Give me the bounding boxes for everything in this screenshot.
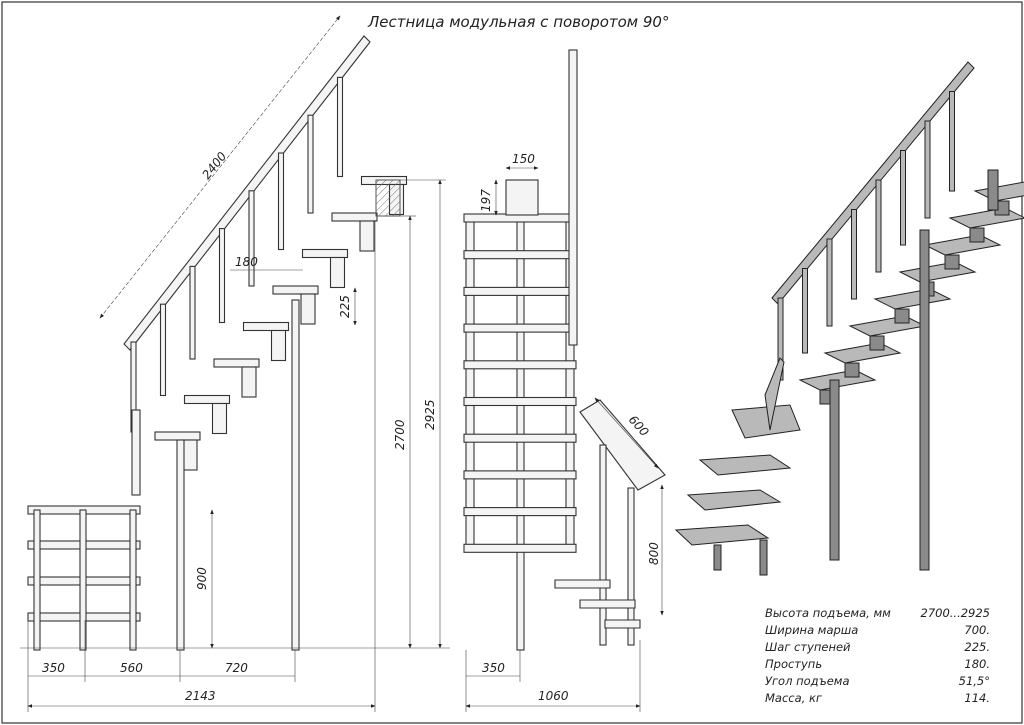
- tread-bracket: [359, 220, 375, 252]
- iso-tread: [898, 261, 977, 283]
- dim-bottom-350: 350: [42, 661, 65, 675]
- iso-baluster: [924, 120, 931, 219]
- front-side-rail: [579, 399, 666, 491]
- iso-baluster: [851, 209, 857, 300]
- side-tread: [242, 321, 290, 332]
- iso-tread: [948, 207, 1024, 229]
- dim-height-max: 2925: [423, 399, 437, 430]
- side-baluster: [336, 76, 344, 178]
- dim-rail-length: 2400: [199, 149, 229, 182]
- drawing-title: Лестница модульная с поворотом 90°: [367, 13, 669, 31]
- front-tread: [463, 433, 577, 443]
- spec-value: 2700...2925: [921, 606, 991, 620]
- landing-post: [33, 509, 41, 651]
- mount-plate: [505, 179, 539, 216]
- spec-value: 180.: [964, 657, 990, 671]
- side-baluster: [159, 303, 167, 397]
- front-view: 150 197 600 800 350 1060: [463, 49, 666, 712]
- iso-baluster: [802, 268, 808, 354]
- front-center-post: [516, 214, 525, 651]
- front-tread: [463, 323, 577, 333]
- iso-baluster: [900, 150, 906, 246]
- side-tread: [183, 394, 231, 405]
- wall-section: [375, 179, 401, 217]
- side-handrail: [123, 35, 371, 351]
- dim-landing-height: 900: [195, 567, 209, 590]
- landing-frame: [27, 505, 141, 651]
- iso-tread: [823, 342, 902, 364]
- iso-tread: [923, 234, 1002, 256]
- iso-baluster: [949, 91, 955, 192]
- side-post-1: [176, 439, 185, 651]
- iso-handrail: [771, 61, 975, 305]
- dim-total-length: 2143: [185, 689, 216, 703]
- spec-label: Ширина марша: [765, 623, 858, 637]
- iso-baluster: [826, 238, 833, 327]
- spec-label: Высота подъема, мм: [765, 606, 891, 620]
- isometric-view: [674, 61, 1024, 576]
- tread-bracket: [329, 256, 346, 289]
- spec-value: 225.: [964, 640, 990, 654]
- tread-bracket: [211, 402, 228, 435]
- dim-bottom-560: 560: [120, 661, 143, 675]
- spec-value: 700.: [964, 623, 990, 637]
- front-tread: [463, 470, 577, 480]
- side-tread: [331, 212, 378, 222]
- iso-tread: [973, 181, 1024, 202]
- side-tread: [272, 285, 319, 295]
- dim-tread-depth: 180: [235, 255, 258, 269]
- side-baluster: [218, 228, 226, 324]
- landing-post: [79, 509, 87, 651]
- dim-total-width: 1060: [538, 689, 569, 703]
- tread-bracket: [241, 366, 257, 398]
- iso-tread: [873, 288, 952, 310]
- front-tread: [463, 286, 577, 296]
- spec-label: Угол подъема: [765, 674, 850, 688]
- side-tread: [154, 431, 201, 441]
- front-tread: [463, 507, 577, 517]
- side-baluster: [307, 114, 314, 214]
- spec-label: Шаг ступеней: [765, 640, 851, 654]
- front-tread: [463, 396, 577, 407]
- side-post-2: [291, 299, 300, 651]
- front-handrail-post: [568, 49, 578, 346]
- spec-value: 114.: [964, 691, 990, 705]
- iso-baluster: [875, 179, 882, 273]
- front-tread: [463, 543, 577, 553]
- dim-line-2400: [99, 15, 341, 319]
- side-newel: [131, 409, 141, 496]
- dim-front-offset: 350: [482, 661, 505, 675]
- landing-post: [129, 509, 137, 651]
- dim-bottom-720: 720: [225, 661, 248, 675]
- dim-plate-height: 197: [479, 189, 493, 212]
- dim-plate-width: 150: [512, 152, 535, 166]
- side-baluster: [277, 152, 285, 251]
- tread-bracket: [182, 439, 198, 471]
- front-tread: [463, 360, 577, 370]
- tread-bracket: [300, 293, 316, 325]
- side-view: 2400 180 225 900 2700 2925 350 560 720 2…: [20, 15, 450, 712]
- side-baluster: [248, 190, 255, 287]
- side-tread: [301, 248, 349, 259]
- spec-label: Проступь: [765, 657, 822, 671]
- tread-bracket: [270, 329, 287, 362]
- front-tread: [463, 250, 577, 260]
- side-tread: [213, 358, 260, 368]
- spec-label: Масса, кг: [765, 691, 823, 705]
- dim-height-min: 2700: [393, 419, 407, 450]
- dim-step-height: 225: [338, 295, 352, 318]
- side-baluster: [189, 265, 196, 360]
- iso-tread: [848, 315, 927, 337]
- dim-side-rail-height: 800: [647, 542, 661, 565]
- spec-value: 51,5°: [959, 674, 990, 688]
